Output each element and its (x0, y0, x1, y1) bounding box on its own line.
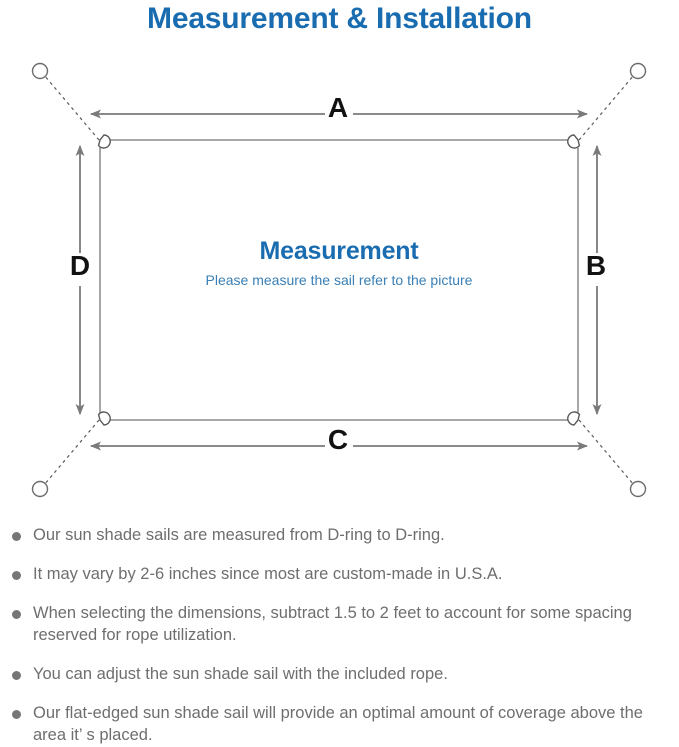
dimension-label-b: B (585, 250, 607, 281)
list-item: It may vary by 2-6 inches since most are… (0, 564, 679, 586)
anchor-circle-icon-bottom-right (629, 480, 647, 498)
note-text: It may vary by 2-6 inches since most are… (33, 564, 503, 583)
dotted-rope-line-top-right (578, 74, 635, 141)
anchor-circle-icon-bottom-left (31, 480, 49, 498)
note-text: You can adjust the sun shade sail with t… (33, 664, 448, 683)
page-title: Measurement & Installation (147, 2, 532, 35)
bullet-icon (12, 609, 21, 619)
d-ring-icon-bottom-left (97, 411, 111, 426)
note-text: Our flat-edged sun shade sail will provi… (33, 703, 643, 744)
d-ring-icon-bottom-right (567, 411, 581, 426)
bullet-icon (12, 532, 21, 541)
list-item: Our sun shade sails are measured from D-… (0, 525, 679, 547)
note-text: Our sun shade sails are measured from D-… (33, 526, 445, 544)
dotted-rope-line-bottom-left (43, 419, 100, 486)
notes-list: Our sun shade sails are measured from D-… (0, 525, 679, 747)
sail-body (99, 139, 579, 421)
sail-diagram-svg (31, 62, 647, 498)
dimension-label-d: D (69, 250, 91, 281)
measurement-diagram: Measurement Please measure the sail refe… (0, 48, 679, 518)
list-item: You can adjust the sun shade sail with t… (0, 664, 679, 686)
bullet-icon (12, 570, 21, 580)
dimension-label-a: A (327, 92, 349, 123)
note-text: When selecting the dimensions, subtract … (33, 603, 632, 644)
d-ring-icon-top-right (567, 134, 581, 149)
d-ring-icon-top-left (97, 134, 111, 149)
list-item: Our flat-edged sun shade sail will provi… (0, 703, 679, 747)
dotted-rope-line-bottom-right (578, 419, 635, 486)
dimension-label-c: C (327, 424, 349, 455)
d-rings (97, 134, 581, 426)
list-item: When selecting the dimensions, subtract … (0, 603, 679, 647)
dotted-rope-line-top-left (43, 74, 100, 141)
anchor-points (31, 62, 647, 498)
anchor-circle-icon-top-left (31, 62, 49, 80)
bullet-icon (12, 670, 21, 680)
rope-lines (43, 74, 635, 486)
anchor-circle-icon-top-right (629, 62, 647, 80)
bullet-icon (12, 709, 21, 719)
